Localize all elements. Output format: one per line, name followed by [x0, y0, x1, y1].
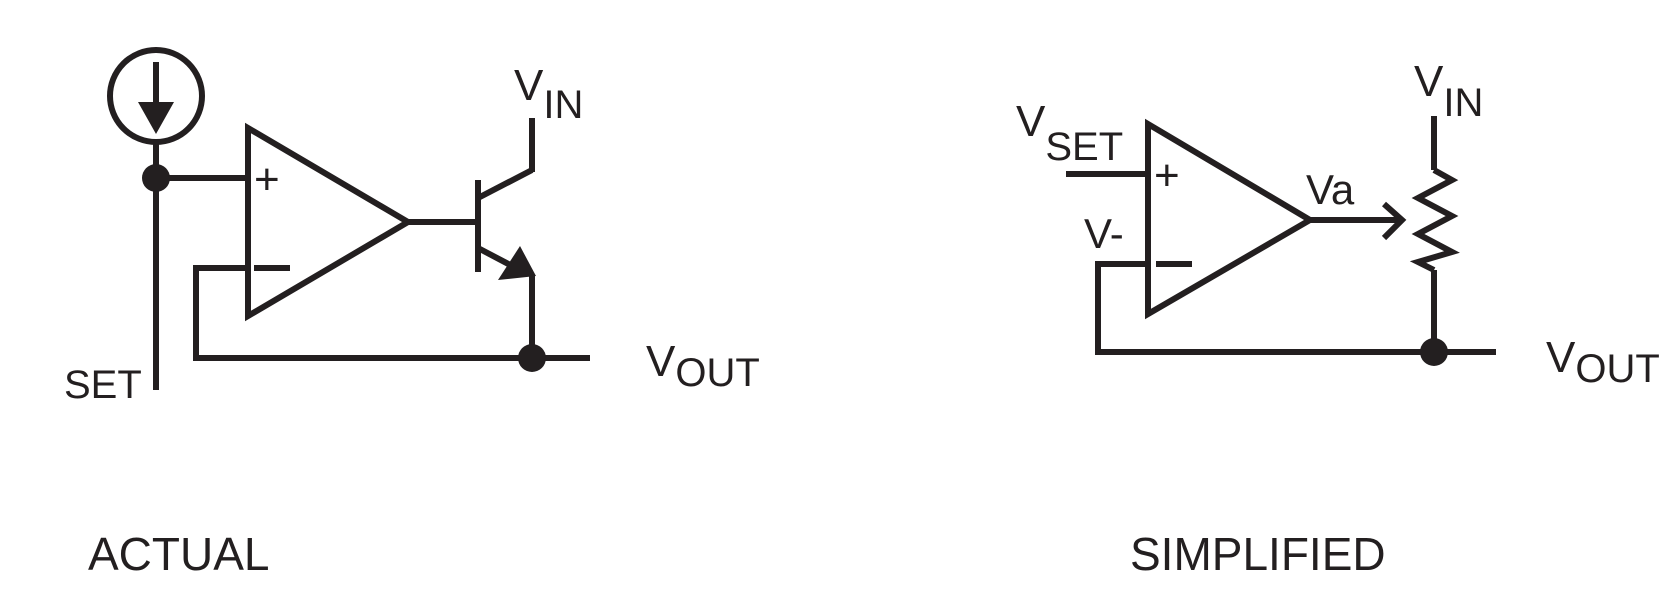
- emitter-arrow-icon: [498, 246, 536, 280]
- feedback-wire: [193, 265, 590, 361]
- simplified-va-label: Va: [1306, 166, 1355, 213]
- simplified-vminus-label: V-: [1084, 210, 1124, 257]
- opamp-triangle: [245, 122, 414, 322]
- simplified-circuit: + VSET V- Va VIN VOUT SIMPLIFIED: [1016, 57, 1660, 580]
- npn-transistor: [475, 118, 536, 358]
- actual-set-label: SET: [64, 363, 142, 407]
- actual-vout-label: VOUT: [646, 337, 760, 395]
- potentiometer: [1409, 116, 1460, 352]
- actual-circuit: + VIN VOUT SET ACTUAL: [64, 47, 760, 580]
- vout-junction-dot: [518, 344, 546, 372]
- simplified-vset-label: VSET: [1016, 97, 1123, 169]
- resistor-zigzag: [1409, 167, 1460, 273]
- simplified-feedback-wire: [1095, 261, 1496, 355]
- actual-vin-label: VIN: [514, 61, 583, 127]
- simplified-vin-label: VIN: [1414, 57, 1483, 125]
- simplified-vout-label: VOUT: [1546, 333, 1660, 391]
- opamp-plus-sign: +: [254, 155, 280, 204]
- va-arrow-icon: [1381, 201, 1407, 241]
- current-source: [107, 47, 205, 145]
- simplified-opamp-plus-sign: +: [1154, 151, 1180, 200]
- actual-caption: ACTUAL: [88, 528, 269, 580]
- transistor-collector: [476, 167, 534, 201]
- simplified-opamp-triangle: [1145, 118, 1316, 320]
- simplified-caption: SIMPLIFIED: [1130, 528, 1386, 580]
- current-source-arrow-icon: [138, 62, 174, 134]
- simplified-vout-junction-dot: [1420, 338, 1448, 366]
